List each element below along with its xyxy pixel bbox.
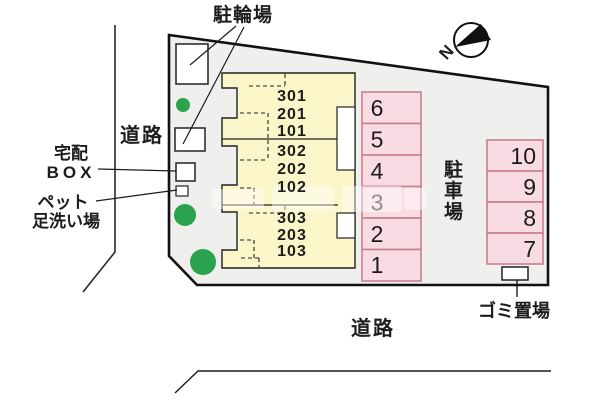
parking-space-9 [486,170,544,203]
road-bottom-label: 道路 [351,316,395,340]
building-stairwell-1 [336,106,356,171]
room-303: 303 [277,210,307,227]
parking-space-10 [486,139,544,172]
room-201: 201 [277,106,307,123]
parking-number-3: 3 [371,190,384,216]
parking-main-column [361,91,422,282]
room-101: 101 [277,123,307,140]
parking-space-3 [361,185,422,219]
room-102: 102 [277,179,307,196]
parking-lot-label-char2: 車 [444,179,464,202]
leader-bicycle-2 [182,26,245,145]
tree-large [190,249,216,275]
parking-number-5: 5 [371,127,384,153]
pet-wash-label-line2: 足洗い場 [32,211,100,231]
watermark [212,186,426,212]
tree-medium [174,204,196,226]
parking-number-2: 2 [371,221,384,247]
parking-space-6 [361,91,422,125]
parking-number-8: 8 [523,205,536,231]
compass: N [435,22,491,63]
parking-space-5 [361,122,422,156]
building-dashed-partitions [240,74,286,267]
room-302: 302 [277,143,307,160]
garbage-area-box [501,266,529,281]
delivery-box-label-line2: BOX [47,163,96,182]
delivery-box-label-line1: 宅配 [54,143,88,163]
road-bottom-line [174,370,551,394]
leader-delivery-box [97,168,177,172]
parking-lot-label-char1: 駐 [444,158,464,181]
bicycle-parking-label: 駐輪場 [213,3,273,26]
parking-number-6: 6 [371,95,384,121]
road-left-line [82,25,116,293]
parking-number-9: 9 [523,174,536,200]
room-202: 202 [277,161,307,178]
leader-pet-wash [95,189,178,202]
parking-number-10: 10 [510,143,536,169]
parking-numbers: 6 5 4 3 2 1 10 9 8 7 [371,95,536,278]
pet-wash-station [175,185,189,197]
parking-space-7 [486,232,544,265]
parking-space-2 [361,217,422,251]
compass-needle-icon [455,24,491,47]
pet-wash-label-line1: ペット [38,193,89,212]
tree-small [176,98,190,112]
parking-number-1: 1 [371,252,384,278]
room-301: 301 [277,88,307,105]
building-stairwell-2 [336,212,356,239]
parking-number-4: 4 [371,158,384,184]
leader-bicycle-1 [189,25,237,66]
parking-right-column [486,139,544,265]
parking-space-8 [486,201,544,234]
bicycle-parking-area-2 [174,127,206,152]
room-numbers: 301 201 101 302 202 102 303 203 103 [277,88,307,260]
garbage-area-label: ゴミ置場 [478,300,550,321]
parking-space-4 [361,154,422,188]
room-103: 103 [277,243,307,260]
parking-number-7: 7 [523,236,536,262]
building-divider-lines [222,138,355,206]
delivery-box [175,162,196,182]
parking-lot-label-char3: 場 [444,201,464,223]
parking-space-1 [361,248,422,282]
building-outline [221,72,356,269]
room-203: 203 [277,227,307,244]
road-left-label: 道路 [120,123,164,147]
